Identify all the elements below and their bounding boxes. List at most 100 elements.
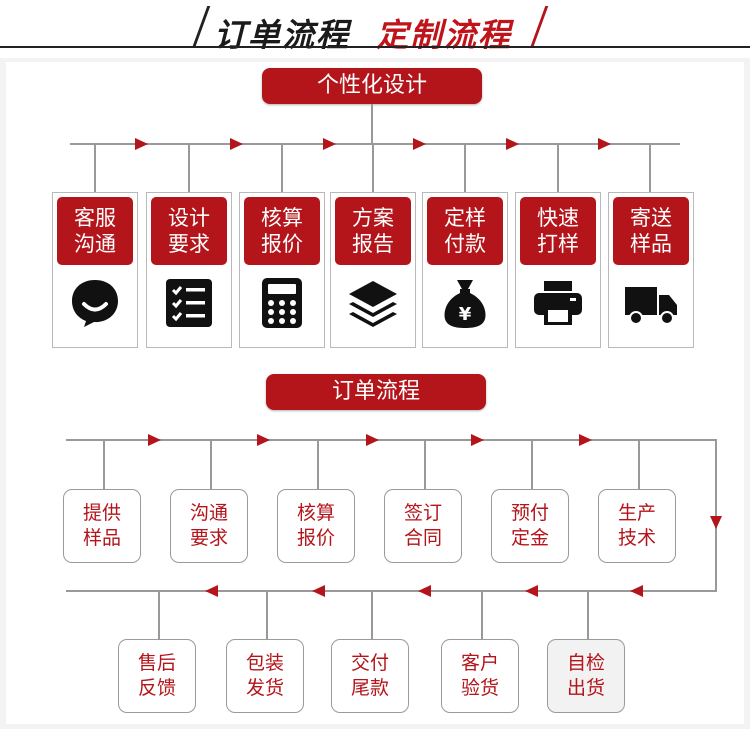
step-card-sample-payment: 定样 付款 ¥ <box>422 192 508 348</box>
order-step-line1: 售后 <box>137 652 176 674</box>
order-step-line1: 生产 <box>617 502 656 524</box>
flow-arrow <box>525 585 538 597</box>
order-step-production: 生产 技术 <box>598 489 676 563</box>
step-connector <box>210 439 212 489</box>
header-divider <box>0 46 750 48</box>
order-step-line1: 沟通 <box>189 502 228 524</box>
order-step-line2: 出货 <box>566 677 605 699</box>
order-step-communicate: 沟通 要求 <box>170 489 248 563</box>
order-step-line1: 签订 <box>403 502 442 524</box>
checklist-icon <box>166 279 212 327</box>
step-label: 寄送 样品 <box>613 197 689 265</box>
custom-flow-title: 个性化设计 <box>262 68 482 104</box>
order-step-deposit: 预付 定金 <box>491 489 569 563</box>
order-step-final-payment: 交付 尾款 <box>331 639 409 713</box>
step-label-line2: 报告 <box>352 232 394 256</box>
step-connector <box>266 590 268 639</box>
order-flow-line-right <box>715 439 717 591</box>
step-label-line2: 样品 <box>630 232 672 256</box>
step-connector <box>371 590 373 639</box>
order-step-line2: 验货 <box>460 677 499 699</box>
step-connector <box>481 590 483 639</box>
step-label-line1: 快速 <box>537 206 579 230</box>
order-step-line2: 样品 <box>82 527 121 549</box>
step-label-line2: 报价 <box>261 232 303 256</box>
flow-arrow <box>471 434 484 446</box>
order-flow-line-bottom <box>66 590 717 592</box>
step-card-send-samples: 寄送 样品 <box>608 192 694 348</box>
custom-flow-connector <box>371 104 373 144</box>
flow-arrow <box>148 434 161 446</box>
chat-bubble-icon <box>72 280 118 327</box>
flow-arrow <box>598 138 611 150</box>
step-card-design-requirements: 设计 要求 <box>146 192 232 348</box>
step-connector <box>531 439 533 489</box>
order-flow-title: 订单流程 <box>266 374 486 410</box>
step-connector <box>587 590 589 639</box>
step-label: 客服 沟通 <box>57 197 133 265</box>
order-step-line1: 包装 <box>245 652 284 674</box>
step-label-line1: 客服 <box>74 206 116 230</box>
order-step-after-sales: 售后 反馈 <box>118 639 196 713</box>
order-step-line2: 发货 <box>245 677 284 699</box>
step-label-line2: 要求 <box>168 232 210 256</box>
step-label-line2: 打样 <box>537 232 579 256</box>
step-connector <box>649 143 651 192</box>
flow-arrow <box>135 138 148 150</box>
order-step-sign-contract: 签订 合同 <box>384 489 462 563</box>
step-label-line2: 沟通 <box>74 232 116 256</box>
step-card-customer-service: 客服 沟通 <box>52 192 138 348</box>
order-step-line2: 技术 <box>617 527 656 549</box>
step-label-line1: 核算 <box>261 206 303 230</box>
flow-arrow-down <box>710 516 722 529</box>
flow-arrow <box>630 585 643 597</box>
custom-flow-line <box>70 143 680 145</box>
order-step-line2: 要求 <box>189 527 228 549</box>
step-card-proposal: 方案 报告 <box>330 192 416 348</box>
order-step-line2: 合同 <box>403 527 442 549</box>
flow-arrow <box>418 585 431 597</box>
step-connector <box>94 143 96 192</box>
flow-arrow <box>205 585 218 597</box>
flow-arrow <box>323 138 336 150</box>
step-label-line2: 付款 <box>444 232 486 256</box>
step-label: 核算 报价 <box>244 197 320 265</box>
step-label-line1: 方案 <box>352 206 394 230</box>
step-card-quote: 核算 报价 <box>239 192 325 348</box>
step-connector <box>464 143 466 192</box>
layers-icon <box>349 281 397 327</box>
step-connector <box>638 439 640 489</box>
order-step-line1: 核算 <box>296 502 335 524</box>
step-connector <box>317 439 319 489</box>
order-step-provide-samples: 提供 样品 <box>63 489 141 563</box>
order-step-line2: 报价 <box>296 527 335 549</box>
step-label-line1: 定样 <box>444 206 486 230</box>
step-connector <box>372 143 374 192</box>
step-label-line1: 寄送 <box>630 206 672 230</box>
order-step-self-inspection: 自检 出货 <box>547 639 625 713</box>
header-title-custom: 定制流程 <box>376 16 513 54</box>
step-connector <box>188 143 190 192</box>
flow-arrow <box>366 434 379 446</box>
order-step-line2: 反馈 <box>137 677 176 699</box>
order-step-line1: 预付 <box>510 502 549 524</box>
step-label: 快速 打样 <box>520 197 596 265</box>
step-connector <box>424 439 426 489</box>
printer-icon <box>534 281 582 325</box>
currency-symbol: ¥ <box>459 304 472 325</box>
step-card-prototyping: 快速 打样 <box>515 192 601 348</box>
flow-arrow <box>413 138 426 150</box>
order-step-line2: 定金 <box>510 527 549 549</box>
step-label-line1: 设计 <box>168 206 210 230</box>
order-flow-line-top <box>66 439 716 441</box>
step-label: 方案 报告 <box>335 197 411 265</box>
step-label: 设计 要求 <box>151 197 227 265</box>
order-step-pack-ship: 包装 发货 <box>226 639 304 713</box>
flow-arrow <box>579 434 592 446</box>
step-connector <box>158 590 160 639</box>
flow-arrow <box>312 585 325 597</box>
order-step-line1: 自检 <box>566 652 605 674</box>
calculator-icon <box>262 278 302 328</box>
order-step-quote: 核算 报价 <box>277 489 355 563</box>
truck-icon <box>625 287 677 325</box>
